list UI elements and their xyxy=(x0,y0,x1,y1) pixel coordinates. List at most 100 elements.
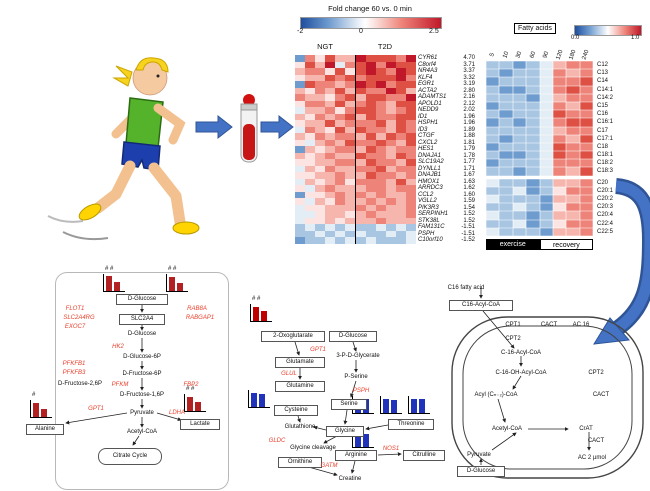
heatmap-cell xyxy=(366,191,376,198)
heatmap-cell xyxy=(486,186,500,195)
gene-name: ADAMTS1 xyxy=(418,94,447,100)
heatmap-cell xyxy=(325,68,335,75)
heatmap-cell xyxy=(335,74,345,81)
heatmap-cell xyxy=(345,178,355,185)
heatmap-cell xyxy=(396,198,406,205)
heatmap-cell xyxy=(396,211,406,218)
gene-name: ID1 xyxy=(418,113,428,120)
heatmap-cell xyxy=(305,126,315,133)
heatmap-cell xyxy=(512,178,527,187)
heatmap-cell xyxy=(345,133,355,140)
heatmap-cell xyxy=(396,55,406,62)
gene-label: RAB8A xyxy=(187,306,207,312)
gene-label: GLDC xyxy=(268,438,286,444)
heatmap-cell xyxy=(486,219,500,228)
gene-fold-value: 3.71 xyxy=(463,61,475,68)
pathway-node: D-Glucose xyxy=(116,294,168,305)
front-arm xyxy=(153,103,186,145)
fatty-acids-legend-title: Fatty acids xyxy=(514,23,556,34)
pathway-node: Acyl (Cₙ₋₂)-CoA xyxy=(474,392,518,398)
heatmap-cell xyxy=(579,85,594,94)
heatmap-cell xyxy=(512,227,527,236)
heatmap-cell xyxy=(566,178,580,187)
heatmap-cell xyxy=(512,85,527,94)
heatmap-cell xyxy=(526,134,540,143)
heatmap-cell xyxy=(376,100,386,107)
fatty-heatmap-row xyxy=(486,110,594,119)
heatmap-cell xyxy=(579,126,594,135)
fatty-row-label: C15 xyxy=(597,102,609,109)
heatmap-cell xyxy=(305,107,315,114)
gene-heatmap-row xyxy=(295,230,416,237)
tube-cap xyxy=(240,103,258,111)
heatmap-cell xyxy=(305,165,315,172)
heatmap-cell xyxy=(335,87,345,94)
heatmap-cell xyxy=(376,159,386,166)
heatmap-cell xyxy=(325,120,335,127)
fatty-row-label: C17:1 xyxy=(597,135,614,142)
heatmap-cell xyxy=(295,107,305,114)
heatmap-cell xyxy=(512,167,527,176)
heatmap-cell xyxy=(386,230,396,237)
heatmap-cell xyxy=(386,133,396,140)
heatmap-cell xyxy=(345,81,355,88)
pathway-node: CACT xyxy=(540,322,558,328)
gene-label: SLC2A4RG xyxy=(63,315,95,321)
heatmap-cell xyxy=(539,101,553,111)
fatty-colorbar-tick-max: 1.0 xyxy=(631,35,640,41)
gene-fold-value: 1.88 xyxy=(463,133,475,139)
gene-name: VGLL2 xyxy=(418,198,437,204)
heatmap-cell xyxy=(295,87,305,94)
gene-heatmap-row xyxy=(295,61,416,68)
heatmap-cell xyxy=(355,126,366,133)
heatmap-cell xyxy=(526,219,540,228)
heatmap-cell xyxy=(355,237,366,244)
gene-fold-value: 1.78 xyxy=(463,152,475,159)
group-label-t2d: T2D xyxy=(377,42,393,51)
heatmap-legend-title: Fold change 60 vs. 0 min xyxy=(328,4,412,13)
heatmap-cell xyxy=(579,118,594,127)
heatmap-cell xyxy=(526,118,540,127)
gene-fold-value: 1.71 xyxy=(463,165,475,172)
heatmap-cell xyxy=(499,151,513,160)
heatmap-cell xyxy=(295,237,305,244)
heatmap-cell xyxy=(539,69,553,78)
heatmap-cell xyxy=(376,107,386,114)
heatmap-cell xyxy=(406,94,416,101)
gene-heatmap-row xyxy=(295,139,416,146)
heatmap-cell xyxy=(325,198,335,205)
heatmap-cell xyxy=(305,217,315,224)
heatmap-cell xyxy=(295,113,305,120)
gene-label: HK2 xyxy=(112,344,124,350)
heatmap-cell xyxy=(315,217,325,224)
mini-bar xyxy=(391,400,397,413)
heatmap-cell xyxy=(335,172,345,179)
gene-fold-value: 1.96 xyxy=(463,113,475,120)
heatmap-cell xyxy=(345,61,355,68)
heatmap-cell xyxy=(305,198,315,205)
pathway-node: Glutamine xyxy=(275,381,325,392)
heatmap-cell xyxy=(335,133,345,140)
heatmap-cell xyxy=(325,211,335,218)
glycolysis-panel-border xyxy=(55,272,229,490)
heatmap-cell xyxy=(376,74,386,81)
fatty-row-label: C18:3 xyxy=(597,168,614,175)
heatmap-cell xyxy=(499,219,513,228)
mini-bar xyxy=(355,433,361,447)
fatty-heatmap-row xyxy=(486,167,594,176)
heatmap-cell xyxy=(335,68,345,75)
gene-name: PSPH xyxy=(418,230,435,237)
heatmap-cell xyxy=(295,94,305,101)
heatmap-cell xyxy=(396,146,406,153)
heatmap-cell xyxy=(376,55,386,62)
gene-fold-value: 3.19 xyxy=(463,81,475,87)
heatmap-cell xyxy=(325,165,335,172)
heatmap-cell xyxy=(512,195,527,204)
heatmap-cell xyxy=(335,100,345,107)
gene-label: LDHA xyxy=(168,410,186,416)
